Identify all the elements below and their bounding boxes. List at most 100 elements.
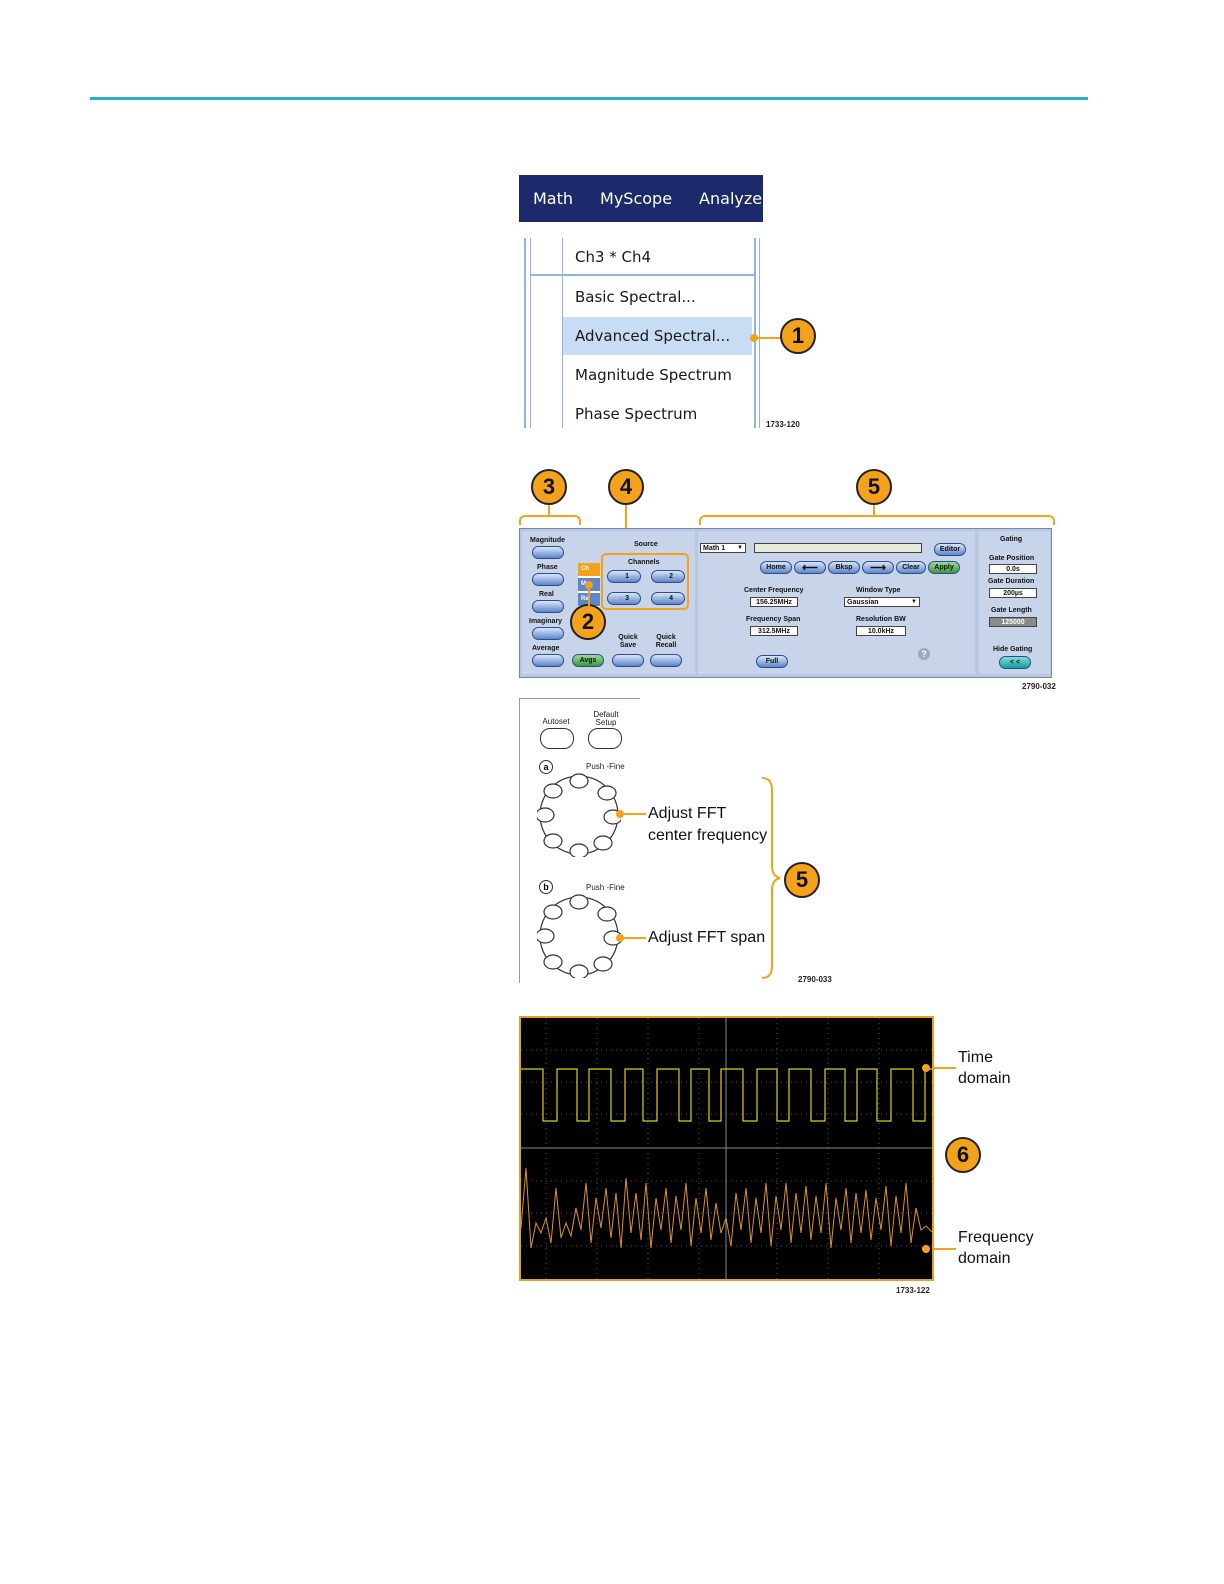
resolution-bw-field[interactable]: 10.0kHz [856, 626, 906, 636]
help-icon[interactable]: ? [918, 648, 930, 660]
hide-gating-label: Hide Gating [993, 646, 1033, 653]
quick-recall-button[interactable] [650, 654, 682, 667]
front-panel [519, 698, 640, 983]
gate-duration-field[interactable]: 200µs [989, 588, 1037, 598]
menu-item-ch3-ch4[interactable]: Ch3 * Ch4 [575, 248, 652, 266]
editor-button[interactable]: Editor [934, 543, 966, 556]
knob-a-label: Adjust FFT center frequency [648, 805, 768, 844]
arrow-left-icon[interactable]: ⟵ [794, 561, 826, 574]
quick-save-button[interactable] [612, 654, 644, 667]
dropdown-border [754, 238, 756, 428]
phase-button[interactable] [532, 573, 564, 586]
knob-a[interactable] [537, 773, 621, 857]
callout-leader [934, 1248, 956, 1250]
callout-leader [622, 813, 646, 815]
gate-length-label: Gate Length [991, 607, 1032, 614]
menu-item-magnitude-spectrum[interactable]: Magnitude Spectrum [575, 366, 732, 384]
expression-field[interactable] [754, 543, 922, 553]
menu-analyze[interactable]: Analyze [699, 189, 763, 208]
callout-leader [548, 505, 550, 516]
frequency-span-field[interactable]: 312.5MHz [750, 626, 798, 636]
hide-gating-button[interactable]: < < [999, 656, 1031, 669]
knob-a-badge: a [539, 760, 553, 774]
label-phase: Phase [537, 564, 558, 571]
backspace-button[interactable]: Bksp [828, 561, 860, 574]
menu-myscope[interactable]: MyScope [600, 189, 673, 208]
time-domain-trace [521, 1068, 932, 1122]
dropdown-highlight [563, 317, 752, 355]
callout-1: 1 [780, 318, 816, 354]
callout-6: 6 [945, 1137, 981, 1173]
callout-5: 5 [856, 469, 892, 505]
magnitude-button[interactable] [532, 546, 564, 559]
center-frequency-field[interactable]: 156.25MHz [750, 597, 798, 607]
figure-code: 2790-033 [798, 975, 832, 984]
dropdown-border [530, 238, 531, 428]
dropdown-divider [530, 274, 755, 276]
gate-position-field[interactable]: 0.0s [989, 564, 1037, 574]
callout-4: 4 [608, 469, 644, 505]
channel-3-button[interactable]: ○3 [607, 592, 641, 605]
callout-dot [750, 334, 758, 342]
menu-item-phase-spectrum[interactable]: Phase Spectrum [575, 405, 698, 423]
arrow-right-icon[interactable]: ⟶ [862, 561, 894, 574]
math-select[interactable]: Math 1▼ [700, 543, 746, 553]
scope-graticule [521, 1018, 932, 1279]
label-real: Real [539, 591, 554, 598]
chevron-down-icon: ▼ [911, 599, 917, 605]
channel-2-button[interactable]: ○2 [651, 570, 685, 583]
quick-save-label: Quick Save [618, 634, 638, 649]
channel-1-indicator-icon: ○ [618, 573, 624, 580]
menu-math[interactable]: Math [533, 189, 574, 208]
channel-3-indicator-icon: ○ [618, 595, 624, 602]
callout-leader [873, 505, 875, 516]
callout-dot [922, 1064, 930, 1072]
window-type-value: Gaussian [847, 598, 879, 606]
imaginary-button[interactable] [532, 627, 564, 640]
channel-4-label: 4 [669, 595, 674, 602]
figure-code: 1733-120 [766, 420, 800, 429]
callout-dot [585, 581, 593, 589]
panel-left-section: Magnitude Phase Real Imaginary Average S… [522, 531, 695, 674]
tab-channels[interactable]: Ch [578, 563, 600, 576]
home-button[interactable]: Home [760, 561, 792, 574]
time-domain-label: Time domain [958, 1049, 1011, 1087]
gate-length-field: 125000 [989, 617, 1037, 627]
label-magnitude: Magnitude [530, 537, 565, 544]
channel-4-button[interactable]: ○4 [651, 592, 685, 605]
default-setup-button[interactable] [588, 728, 622, 749]
gating-title: Gating [1000, 536, 1023, 543]
channel-4-indicator-icon: ○ [662, 595, 668, 602]
window-type-label: Window Type [856, 587, 901, 594]
channel-2-indicator-icon: ○ [662, 573, 668, 580]
panel-right-section: Math 1▼ Editor Home ⟵ Bksp ⟶ Clear Apply… [698, 531, 975, 674]
bracket-3 [519, 515, 581, 525]
avgs-button[interactable]: Avgs [572, 654, 604, 667]
apply-button[interactable]: Apply [928, 561, 960, 574]
menu-item-advanced-spectral[interactable]: Advanced Spectral... [575, 327, 731, 345]
figure-code: 1733-122 [896, 1286, 930, 1295]
spectral-control-panel: Magnitude Phase Real Imaginary Average S… [519, 528, 1052, 678]
callout-2: 2 [570, 604, 606, 640]
callout-leader [934, 1067, 956, 1069]
menu-item-basic-spectral[interactable]: Basic Spectral... [575, 288, 696, 306]
brace [761, 777, 781, 979]
channel-2-label: 2 [669, 573, 674, 580]
math-select-value: Math 1 [703, 544, 726, 552]
full-button[interactable]: Full [756, 655, 788, 668]
clear-button[interactable]: Clear [896, 561, 926, 574]
autoset-button[interactable] [540, 728, 574, 749]
average-button[interactable] [532, 654, 564, 667]
resolution-bw-label: Resolution BW [856, 616, 906, 623]
channels-group: Channels ○1 ○2 ○3 ○4 [601, 553, 689, 610]
frequency-span-label: Frequency Span [746, 616, 801, 623]
knob-b[interactable] [537, 894, 621, 978]
callout-leader [622, 937, 646, 939]
callout-3: 3 [531, 469, 567, 505]
channel-1-label: 1 [625, 573, 630, 580]
real-button[interactable] [532, 600, 564, 613]
window-type-select[interactable]: Gaussian ▼ [844, 597, 920, 607]
callout-dot [616, 934, 624, 942]
frequency-domain-trace [521, 1167, 932, 1249]
channel-1-button[interactable]: ○1 [607, 570, 641, 583]
